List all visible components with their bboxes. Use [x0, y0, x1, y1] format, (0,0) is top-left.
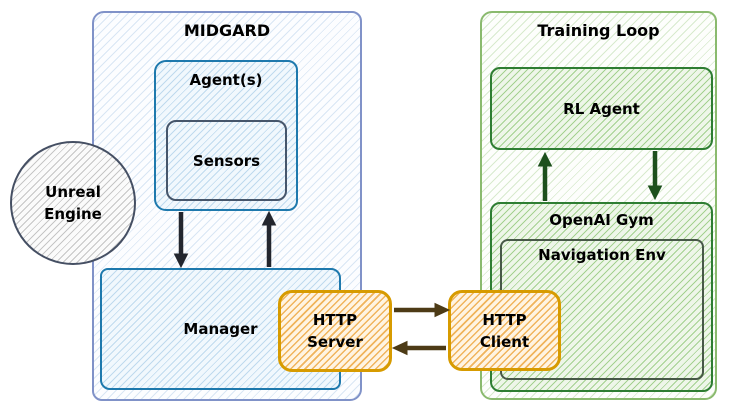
- sensors-label: Sensors: [192, 151, 261, 170]
- rl-agent-label: RL Agent: [563, 99, 640, 118]
- http-server-label: HTTP Server: [307, 311, 363, 351]
- openai-gym-label: OpenAI Gym: [549, 211, 654, 229]
- arrow-http-server-to-client: [394, 302, 451, 318]
- http-client-box: HTTP Client: [448, 290, 561, 371]
- http-client-label: HTTP Client: [479, 310, 530, 351]
- unreal-engine-circle: Unreal Engine: [10, 141, 136, 265]
- http-server-box: HTTP Server: [278, 290, 392, 372]
- unreal-engine-label: Unreal Engine: [44, 183, 102, 223]
- manager-label: Manager: [183, 320, 258, 338]
- midgard-title: MIDGARD: [183, 21, 271, 40]
- training-loop-title: Training Loop: [537, 21, 660, 40]
- arrow-http-client-to-server: [391, 340, 446, 356]
- sensors-box: Sensors: [166, 120, 287, 201]
- agents-label: Agent(s): [189, 71, 263, 89]
- navigation-env-label: Navigation Env: [538, 246, 666, 264]
- rl-agent-box: RL Agent: [490, 67, 713, 150]
